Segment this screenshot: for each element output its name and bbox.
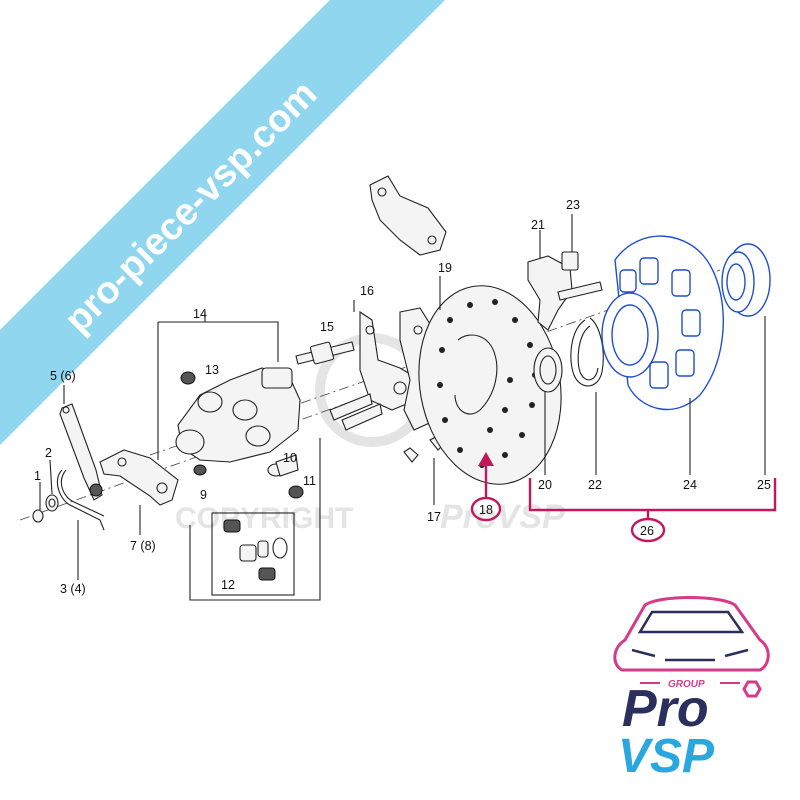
- callout-2: 2: [45, 446, 52, 460]
- seal-kit-box-12: [211, 512, 295, 596]
- part-7-bracket: [99, 449, 179, 535]
- callout-20: 20: [538, 478, 552, 492]
- callout-15: 15: [320, 320, 334, 334]
- callout-5: 5 (6): [50, 369, 76, 383]
- part-23-bolt: [557, 214, 603, 301]
- part-2-washer: [45, 459, 59, 512]
- callout-9: 9: [200, 488, 207, 502]
- callout-1: 1: [34, 469, 41, 483]
- car-outline-icon: [613, 596, 770, 672]
- callout-3: 3 (4): [60, 582, 86, 596]
- callout-25: 25: [757, 478, 771, 492]
- callout-26: 26: [640, 524, 654, 538]
- callout-23: 23: [566, 198, 580, 212]
- callout-10: 10: [283, 451, 297, 465]
- callout-12: 12: [221, 578, 235, 592]
- watermark-banner-text: pro-piece-vsp.com: [57, 73, 326, 342]
- callout-13: 13: [205, 363, 219, 377]
- copyright-text: COPYRIGHT: [175, 502, 353, 535]
- part-21-caliper-bracket: [527, 230, 573, 331]
- callout-21: 21: [531, 218, 545, 232]
- callout-7: 7 (8): [130, 539, 156, 553]
- part-5-lever-arm: [59, 385, 103, 501]
- provsp-logo: GROUP Pro VSP: [613, 596, 770, 783]
- part-3-spring-pin: [56, 469, 105, 580]
- part-1-nut: [32, 482, 44, 523]
- part-22-circlip: [570, 317, 604, 475]
- callout-labels: 1 2 3 (4) 5 (6) 7 (8) 9 10 11 12 13 14 1…: [34, 198, 771, 596]
- callout-22: 22: [588, 478, 602, 492]
- callout-14: 14: [193, 307, 207, 321]
- callout-24: 24: [683, 478, 697, 492]
- highlight-18: 18: [470, 452, 502, 522]
- logo-word-bottom: VSP: [618, 730, 715, 783]
- callout-19: 19: [438, 261, 452, 275]
- hex-nut-icon: [742, 680, 762, 698]
- hub-studs: [619, 257, 701, 389]
- part-16-mount-bracket: [329, 310, 421, 431]
- highlight-26-bracket: 26: [528, 478, 777, 543]
- copyright-brand: ProVSP: [440, 498, 565, 536]
- logo-word-top: Pro: [622, 680, 709, 738]
- caliper-assembly-14: [157, 312, 321, 601]
- part-25-bearing: [721, 243, 771, 475]
- part-18-brake-disc: [418, 285, 562, 485]
- part-24-wheel-hub: [601, 235, 724, 475]
- callout-17: 17: [427, 510, 441, 524]
- callout-18: 18: [479, 503, 493, 517]
- part-17-bolts: [403, 435, 445, 505]
- callout-16: 16: [360, 284, 374, 298]
- part-15-bolt: [295, 341, 355, 365]
- callout-11: 11: [303, 474, 316, 488]
- logo-group-text: GROUP: [668, 679, 705, 690]
- part-20-seal: [533, 347, 563, 475]
